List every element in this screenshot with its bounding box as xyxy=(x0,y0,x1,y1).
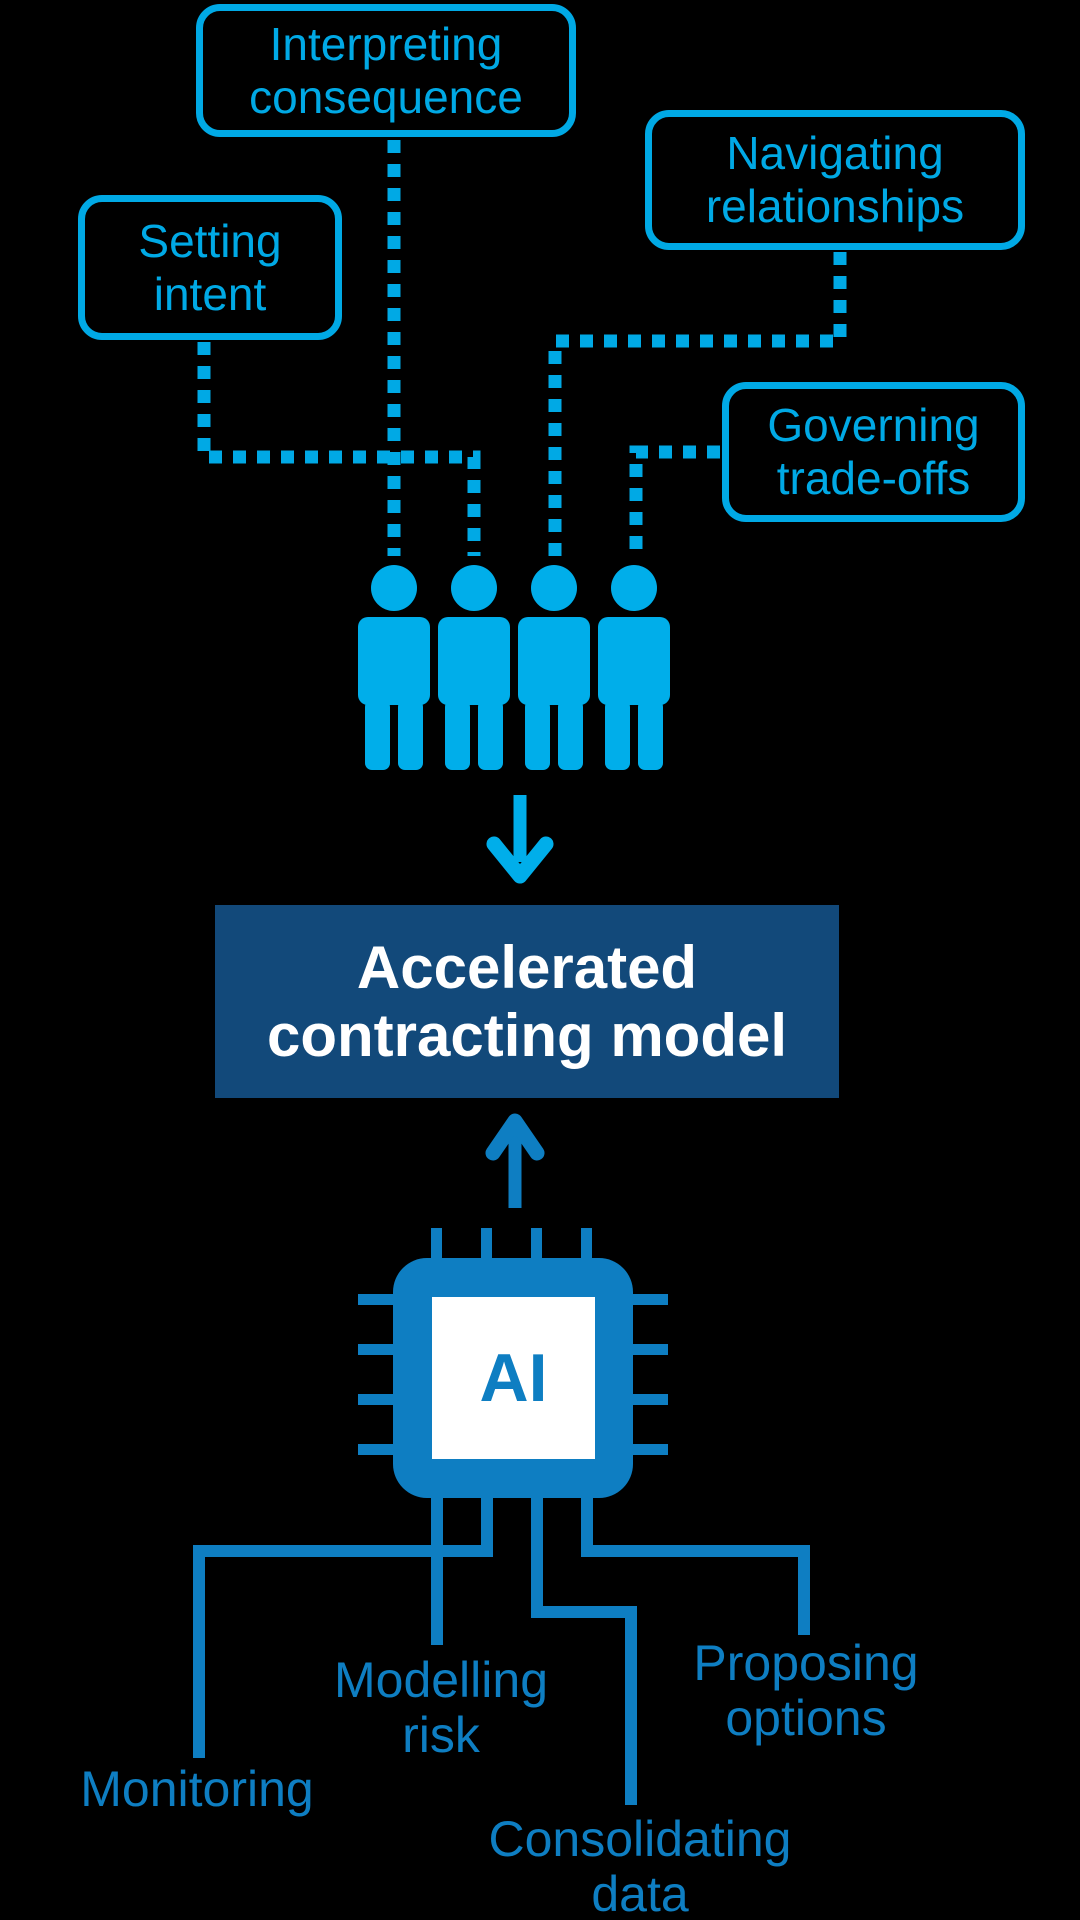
role-label-line: consequence xyxy=(249,70,523,123)
role-box-navigating-relationships: Navigating relationships xyxy=(645,110,1025,250)
role-label-line: Navigating xyxy=(726,127,944,179)
capability-line: Consolidating xyxy=(488,1811,792,1867)
dotted-connector-setting-intent xyxy=(197,342,481,556)
dotted-connector-navigating-relationships xyxy=(548,252,847,556)
capability-label-proposing-options: Proposing options xyxy=(656,1636,956,1746)
role-box-setting-intent: Setting intent xyxy=(78,195,342,340)
ai-chip-icon xyxy=(358,1228,668,1498)
capability-line: Proposing xyxy=(693,1635,919,1691)
role-box-interpreting-consequence: Interpreting consequence xyxy=(196,4,576,137)
person-icon xyxy=(438,565,510,770)
capability-label-consolidating-data: Consolidating data xyxy=(460,1812,820,1920)
role-label-line: Interpreting xyxy=(269,17,503,70)
connector-consolidating-data xyxy=(531,1480,637,1805)
role-label-line: relationships xyxy=(705,180,965,232)
role-label-line: Setting xyxy=(138,214,282,267)
role-label-line: Governing xyxy=(767,399,980,451)
capability-line: data xyxy=(591,1866,689,1920)
center-box-line: Accelerated xyxy=(356,933,698,1001)
accelerated-contracting-model-box: Accelerated contracting model xyxy=(215,905,839,1098)
arrow-up-icon xyxy=(485,1113,545,1208)
capability-line: Monitoring xyxy=(80,1761,314,1817)
people-group-icon xyxy=(358,565,670,770)
capability-line: risk xyxy=(402,1707,480,1763)
role-box-governing-trade-offs: Governing trade-offs xyxy=(722,382,1025,522)
role-label-line: intent xyxy=(153,267,267,320)
arrow-down-icon xyxy=(486,795,554,884)
center-box-line: contracting model xyxy=(266,1001,788,1069)
capability-line: options xyxy=(725,1690,887,1746)
ai-chip-label: AI xyxy=(479,1340,548,1416)
chip-inner-square xyxy=(432,1297,595,1459)
connector-monitoring xyxy=(193,1480,493,1758)
capability-label-monitoring: Monitoring xyxy=(57,1762,337,1817)
person-icon xyxy=(598,565,670,770)
role-label-line: trade-offs xyxy=(776,452,971,504)
dotted-connector-governing-trade-offs xyxy=(629,445,720,556)
chip-pins xyxy=(358,1228,668,1455)
person-icon xyxy=(358,565,430,770)
capability-line: Modelling xyxy=(333,1652,548,1708)
person-icon xyxy=(518,565,590,770)
connector-proposing-options xyxy=(581,1480,810,1635)
capability-label-modelling-risk: Modelling risk xyxy=(291,1653,591,1763)
